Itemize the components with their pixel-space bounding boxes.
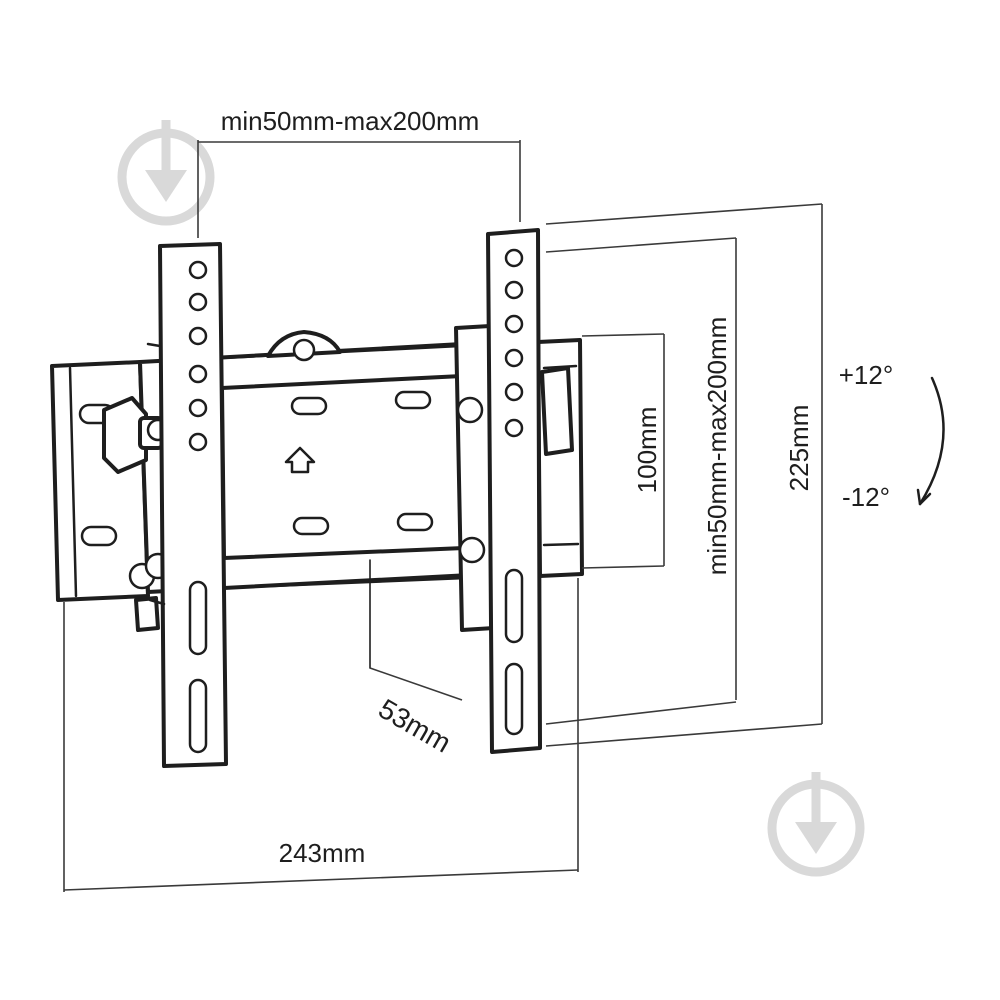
tilt-arc-icon: [916, 376, 945, 506]
locking-knob: [102, 396, 170, 474]
tilt-up-label: +12°: [839, 360, 894, 390]
total-height-label: 225mm: [784, 405, 814, 492]
up-arrow-icon: [284, 446, 316, 474]
depth-label: 53mm: [373, 693, 456, 759]
inner-height-label: 100mm: [632, 407, 662, 494]
tilt-down-label: -12°: [842, 482, 890, 512]
watermark-bottom-right-icon: [767, 772, 865, 877]
right-height-label: min50mm-max200mm: [702, 317, 732, 576]
dimension-lines: [63, 140, 823, 892]
top-width-label: min50mm-max200mm: [221, 106, 480, 136]
watermark-top-left-icon: [117, 120, 215, 226]
total-width-label: 243mm: [279, 838, 366, 868]
right-vertical-arm: [454, 228, 542, 754]
left-vertical-arm: [146, 242, 228, 768]
